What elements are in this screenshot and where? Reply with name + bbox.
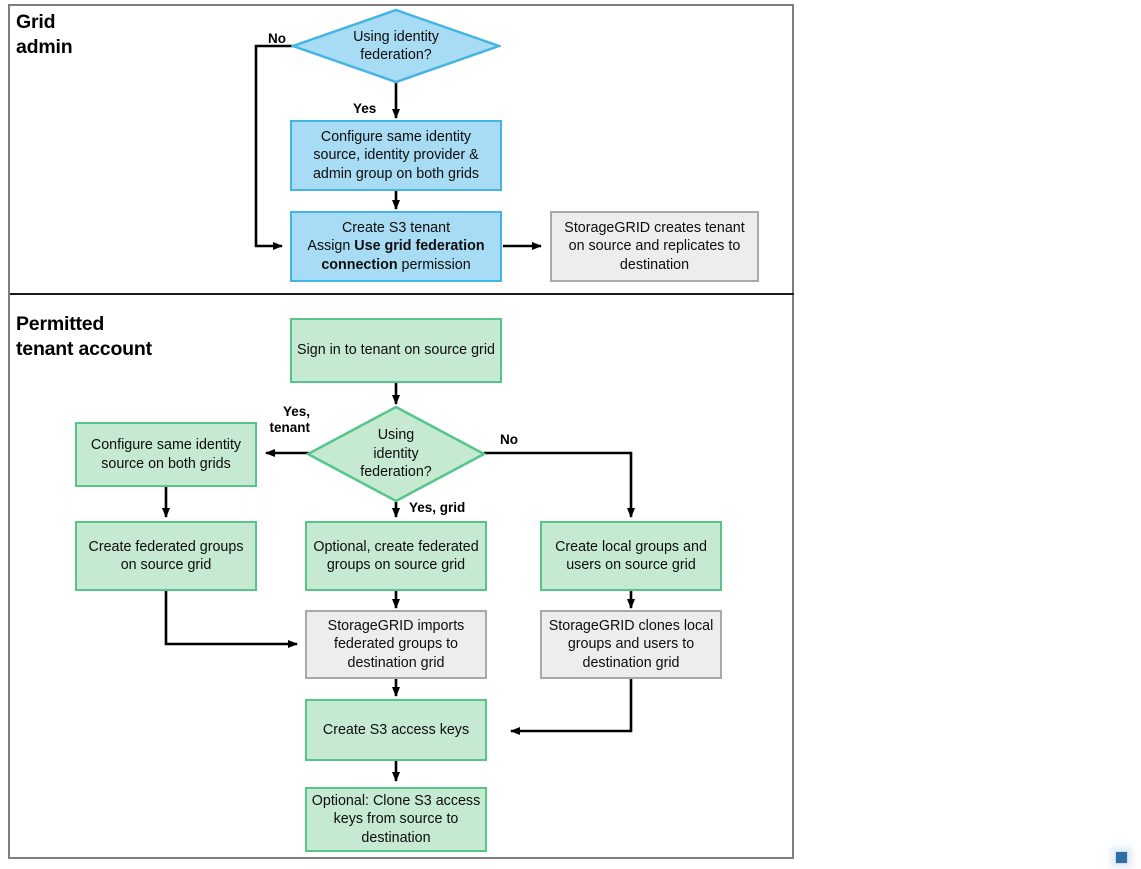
node-tenant-clones-local-label: StorageGRID clones local groups and user… bbox=[548, 617, 714, 671]
node-admin-configure-identity[interactable]: Configure same identity source, identity… bbox=[290, 120, 502, 191]
node-admin-storagegrid-creates[interactable]: StorageGRID creates tenant on source and… bbox=[550, 211, 759, 282]
node-tenant-optional-create-federated[interactable]: Optional, create federated groups on sou… bbox=[305, 521, 487, 591]
lane-divider bbox=[10, 293, 794, 295]
create-tenant-line1: Create S3 tenant bbox=[341, 219, 451, 236]
node-tenant-create-access-keys-label: Create S3 access keys bbox=[322, 721, 470, 738]
node-tenant-configure-identity[interactable]: Configure same identity source on both g… bbox=[75, 422, 257, 487]
node-admin-configure-identity-label: Configure same identity source, identity… bbox=[312, 128, 480, 182]
edge-label-admin-yes: Yes bbox=[353, 101, 377, 116]
node-tenant-decision[interactable]: Using identity federation? bbox=[306, 405, 486, 503]
node-tenant-imports-federated-label: StorageGRID imports federated groups to … bbox=[327, 617, 465, 671]
edge-label-tenant-yes-tenant: Yes, tenant bbox=[269, 404, 311, 435]
create-tenant-line2-prefix: Assign bbox=[307, 238, 355, 255]
create-tenant-line2-suffix: permission bbox=[397, 256, 471, 273]
node-admin-create-tenant-label: Create S3 tenant Assign Use grid federat… bbox=[296, 219, 496, 275]
node-admin-decision[interactable]: Using identity federation? bbox=[291, 8, 501, 84]
lane-title-grid-admin: Grid admin bbox=[16, 11, 73, 58]
node-tenant-optional-create-federated-label: Optional, create federated groups on sou… bbox=[313, 538, 479, 574]
node-tenant-sign-in[interactable]: Sign in to tenant on source grid bbox=[290, 318, 502, 383]
node-tenant-configure-identity-label: Configure same identity source on both g… bbox=[90, 437, 242, 472]
node-tenant-create-federated-groups[interactable]: Create federated groups on source grid bbox=[75, 521, 257, 591]
node-tenant-clone-access-keys-label: Optional: Clone S3 access keys from sour… bbox=[311, 792, 481, 846]
node-tenant-clone-access-keys[interactable]: Optional: Clone S3 access keys from sour… bbox=[305, 787, 487, 852]
node-tenant-create-access-keys[interactable]: Create S3 access keys bbox=[305, 699, 487, 761]
edge-label-tenant-no: No bbox=[500, 432, 518, 447]
node-tenant-create-federated-groups-label: Create federated groups on source grid bbox=[88, 538, 244, 574]
node-admin-storagegrid-creates-label: StorageGRID creates tenant on source and… bbox=[564, 219, 745, 273]
node-admin-create-tenant[interactable]: Create S3 tenant Assign Use grid federat… bbox=[290, 211, 502, 282]
lane-title-permitted-tenant: Permitted tenant account bbox=[16, 313, 152, 360]
node-tenant-create-local-label: Create local groups and users on source … bbox=[555, 538, 707, 574]
edge-label-admin-no: No bbox=[268, 31, 286, 46]
node-tenant-clones-local[interactable]: StorageGRID clones local groups and user… bbox=[540, 610, 722, 679]
node-tenant-sign-in-label: Sign in to tenant on source grid bbox=[297, 342, 495, 359]
node-tenant-imports-federated[interactable]: StorageGRID imports federated groups to … bbox=[305, 610, 487, 679]
node-tenant-create-local[interactable]: Create local groups and users on source … bbox=[540, 521, 722, 591]
corner-artifact-icon bbox=[1115, 851, 1128, 864]
create-tenant-line2-bold: Use grid federation connection bbox=[321, 238, 485, 273]
node-admin-decision-label: Using identity federation? bbox=[353, 28, 439, 64]
edge-label-tenant-yes-grid: Yes, grid bbox=[409, 500, 466, 515]
node-tenant-decision-label: Using identity federation? bbox=[360, 427, 432, 481]
